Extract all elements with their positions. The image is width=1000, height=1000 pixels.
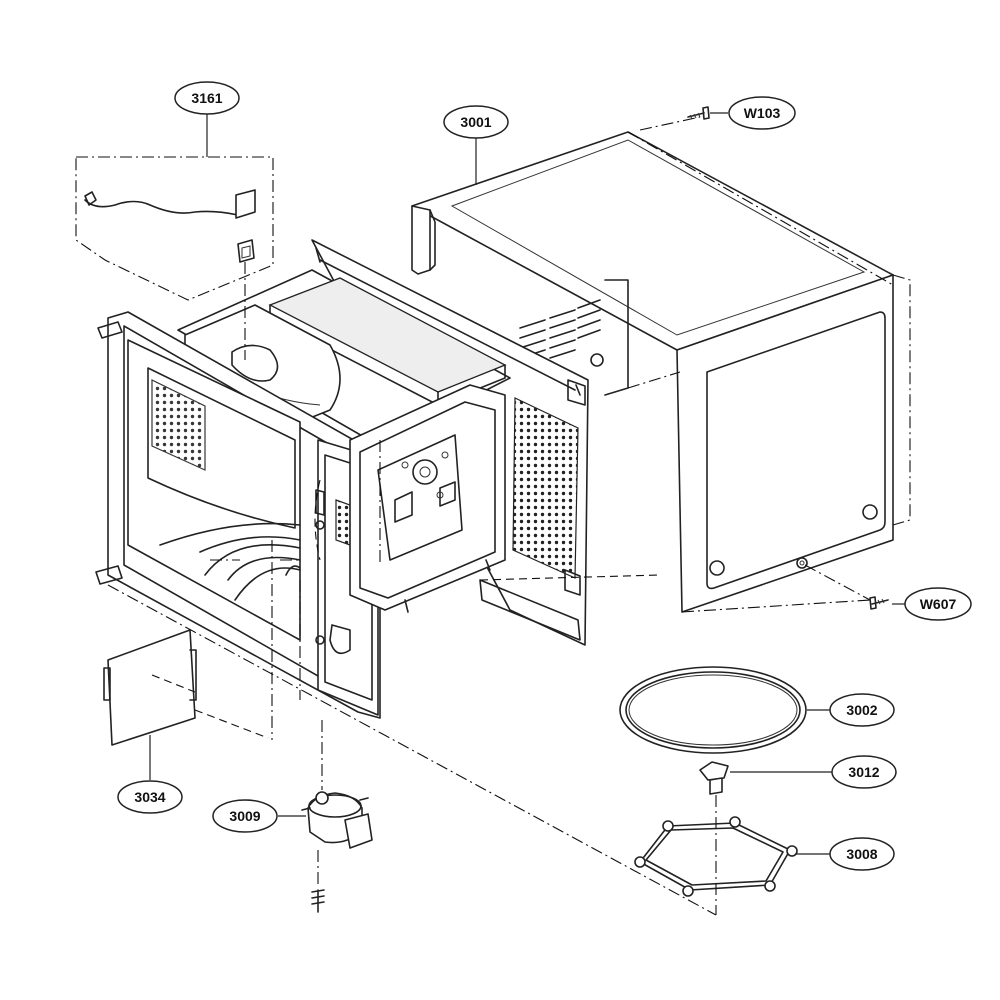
callout-3001: 3001 bbox=[443, 105, 509, 139]
leaders bbox=[149, 112, 905, 855]
callout-label: 3001 bbox=[460, 114, 491, 130]
oven-cavity-frame bbox=[95, 239, 589, 719]
callout-3009: 3009 bbox=[212, 799, 278, 833]
callout-3008: 3008 bbox=[829, 837, 895, 871]
callout-3002: 3002 bbox=[829, 693, 895, 727]
screw-w103 bbox=[687, 106, 710, 120]
callout-label: 3002 bbox=[846, 702, 877, 718]
callout-w103: W103 bbox=[728, 96, 796, 130]
coupler-3012 bbox=[699, 761, 729, 795]
callout-label: W607 bbox=[920, 596, 957, 612]
assembly-lines bbox=[107, 116, 911, 916]
callout-label: 3009 bbox=[229, 808, 260, 824]
callout-3034: 3034 bbox=[117, 780, 183, 814]
callout-label: 3008 bbox=[846, 846, 877, 862]
callout-3161: 3161 bbox=[174, 81, 240, 115]
callout-label: 3161 bbox=[191, 90, 222, 106]
callout-3012: 3012 bbox=[831, 755, 897, 789]
glass-tray-3002 bbox=[619, 666, 807, 754]
cover-plate-3034 bbox=[103, 629, 269, 746]
screw-w607 bbox=[869, 596, 889, 610]
wire-harness-3161 bbox=[75, 156, 274, 360]
callout-w607: W607 bbox=[904, 587, 972, 621]
callout-label: 3034 bbox=[134, 789, 165, 805]
callout-label: W103 bbox=[744, 105, 781, 121]
turntable-motor-3009 bbox=[301, 720, 373, 913]
cabinet-vents bbox=[519, 299, 604, 367]
roller-ring-3008 bbox=[634, 816, 798, 897]
outer-cabinet-3001 bbox=[411, 131, 894, 613]
callout-label: 3012 bbox=[848, 764, 879, 780]
